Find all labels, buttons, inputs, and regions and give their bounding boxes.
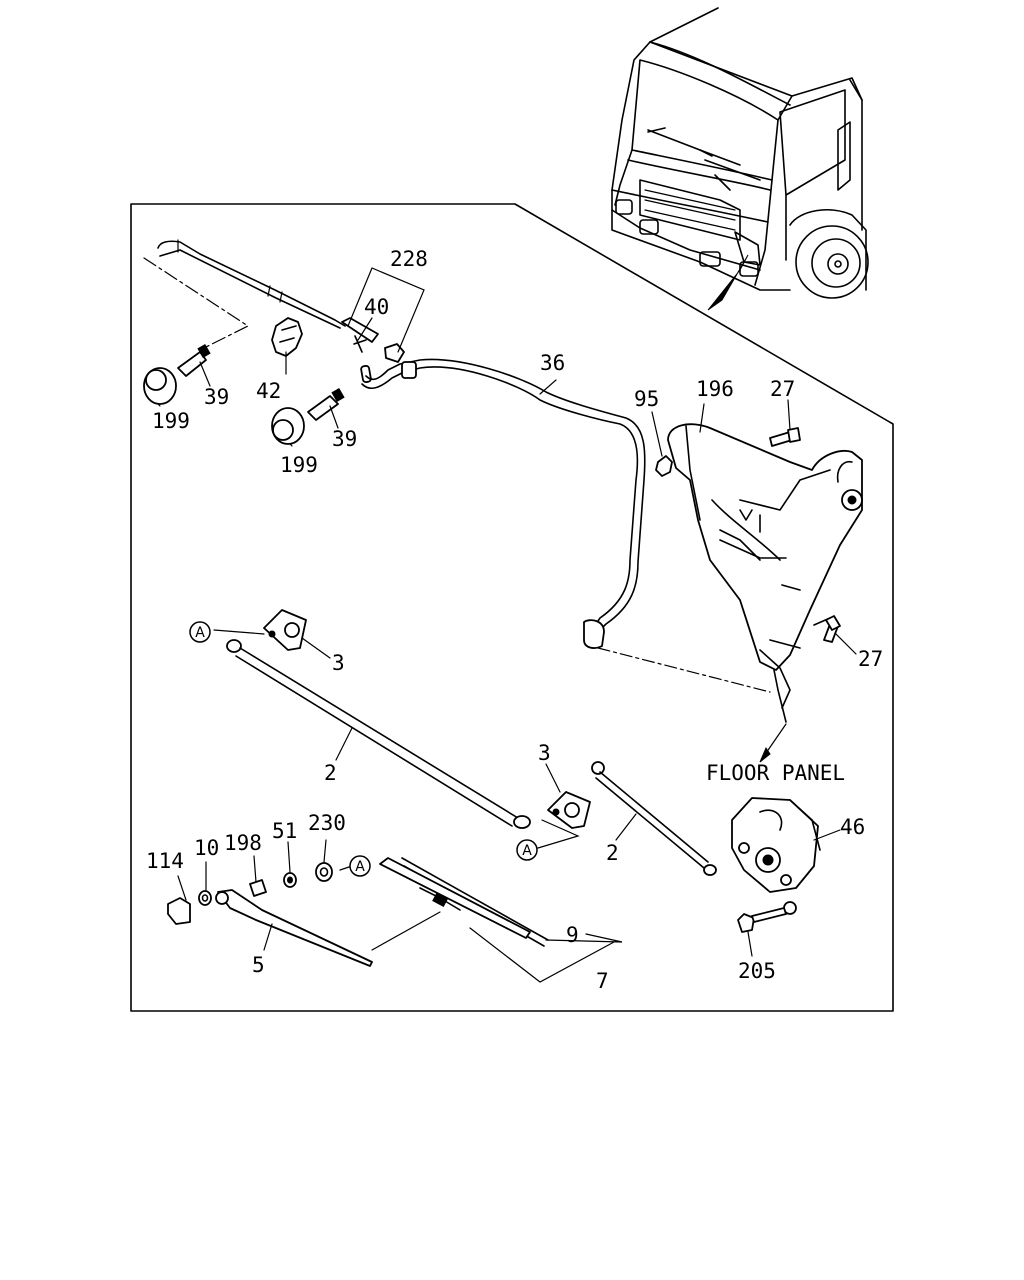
part-39-washer-nozzle-lower bbox=[307, 387, 345, 421]
truck-cab-illustration bbox=[611, 7, 869, 311]
floor-panel-dashed-line bbox=[597, 647, 771, 693]
part-205-bolt bbox=[737, 907, 787, 933]
callout-46: 46 bbox=[840, 815, 865, 839]
callout-7: 7 bbox=[596, 969, 609, 993]
reference-marker-a-2: A bbox=[516, 839, 538, 861]
part-36-washer-hose bbox=[361, 358, 646, 649]
callout-198: 198 bbox=[224, 831, 262, 855]
floor-panel-arrow-head bbox=[759, 746, 771, 763]
callout-27-upper: 27 bbox=[770, 377, 795, 401]
callout-51: 51 bbox=[272, 819, 297, 843]
part-228-hose-connector bbox=[341, 317, 405, 383]
floor-panel-label: FLOOR PANEL bbox=[706, 761, 845, 785]
part-5-wiper-arm bbox=[215, 889, 373, 967]
svg-text:A: A bbox=[195, 625, 205, 641]
part-51-washer bbox=[283, 872, 297, 888]
callout-196: 196 bbox=[696, 377, 734, 401]
washer-hose-assembly bbox=[143, 239, 346, 351]
part-2-wiper-link-rod-right bbox=[591, 761, 717, 876]
part-27-bolt-upper bbox=[769, 427, 801, 447]
part-196-washer-tank bbox=[667, 423, 863, 723]
part-7-wiper-blade bbox=[379, 857, 531, 939]
callout-2-left: 2 bbox=[324, 761, 337, 785]
callout-3-left: 3 bbox=[332, 651, 345, 675]
callout-40: 40 bbox=[364, 295, 389, 319]
callout-199-lower: 199 bbox=[280, 453, 318, 477]
part-2-wiper-link-rod-left bbox=[226, 639, 531, 829]
callout-114: 114 bbox=[146, 849, 184, 873]
callout-27-lower: 27 bbox=[858, 647, 883, 671]
part-3-wiper-pivot-left bbox=[263, 609, 307, 651]
part-42-hose-clip bbox=[271, 317, 303, 357]
callout-42: 42 bbox=[256, 379, 281, 403]
callout-5: 5 bbox=[252, 953, 265, 977]
part-230-seal bbox=[315, 862, 333, 882]
part-198-cap-nut bbox=[249, 879, 267, 897]
svg-text:A: A bbox=[522, 843, 532, 859]
svg-text:A: A bbox=[355, 859, 365, 875]
part-114-cap bbox=[167, 897, 191, 925]
reference-marker-a-1: A bbox=[189, 621, 211, 643]
part-199-grommet-lower bbox=[271, 407, 305, 445]
part-95-nut bbox=[655, 455, 673, 477]
callout-230: 230 bbox=[308, 811, 346, 835]
part-3-wiper-pivot-right bbox=[547, 791, 591, 829]
callout-39-upper: 39 bbox=[204, 385, 229, 409]
part-10-nut bbox=[198, 890, 212, 906]
reference-marker-a-3: A bbox=[349, 855, 371, 877]
callout-2-right: 2 bbox=[606, 841, 619, 865]
callout-3-right: 3 bbox=[538, 741, 551, 765]
part-27-bolt-lower bbox=[823, 615, 841, 643]
part-46-wiper-motor-bracket bbox=[731, 797, 821, 915]
leader-lines bbox=[157, 267, 857, 983]
callout-10: 10 bbox=[194, 836, 219, 860]
callout-228: 228 bbox=[390, 247, 428, 271]
callout-95: 95 bbox=[634, 387, 659, 411]
callout-36: 36 bbox=[540, 351, 565, 375]
part-199-grommet-upper bbox=[143, 367, 177, 405]
callout-205: 205 bbox=[738, 959, 776, 983]
diagram-frame bbox=[130, 203, 894, 1012]
callout-9: 9 bbox=[566, 923, 579, 947]
callout-39-lower: 39 bbox=[332, 427, 357, 451]
callout-199-upper: 199 bbox=[152, 409, 190, 433]
part-39-washer-nozzle-upper bbox=[177, 343, 211, 377]
